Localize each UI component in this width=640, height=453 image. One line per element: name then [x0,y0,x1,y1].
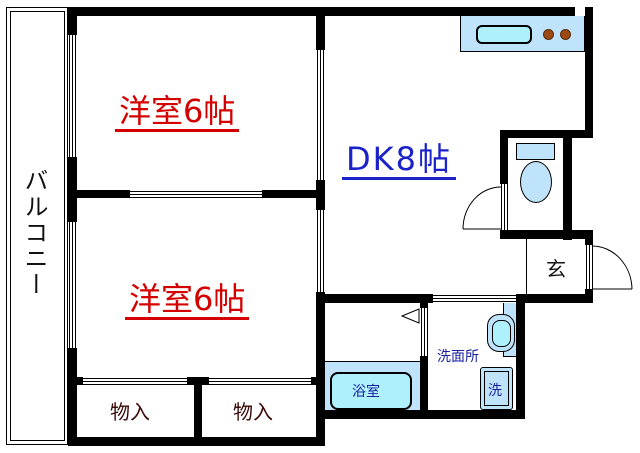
bathtub-basin-icon [330,372,412,410]
washing-machine-label: 洗 [488,383,502,399]
entrance-label: 玄 [546,257,566,281]
closet-door-left [83,378,187,385]
western-room-top-label: 洋室6帖 [115,95,240,132]
wall-left-upper [68,7,77,35]
wall-toilet-left-upper [500,130,508,184]
stove-burner-icon [543,29,554,40]
stove-burner-icon [560,29,571,40]
bathtub [325,361,420,410]
closet-door-right [209,378,311,385]
toilet-tank-icon [516,143,555,160]
wall-between-bedrooms-right [262,190,320,198]
closet-right-label: 物入 [233,400,273,424]
bath-door [421,308,428,356]
wall-mid-bottom [316,292,325,446]
wall-mid-center [316,180,325,210]
toilet-door [501,184,508,230]
wall-bath-washroom [420,356,428,418]
wall-entrance-right-top [585,239,593,245]
closet-left-label: 物入 [110,400,150,424]
wall-between-bedrooms-left [77,190,130,198]
kitchen-counter [460,16,585,52]
wall-toilet-top [500,130,593,138]
washroom-label: 洗面所 [437,349,479,365]
wall-left-lower [68,348,77,445]
sliding-door-bedrooms [130,191,262,198]
western-room-bottom-label: 洋室6帖 [125,283,250,320]
wall-bath-bottom [316,410,525,419]
bath-door-indicator-icon [400,308,420,324]
wall-dk-bottom-right [516,294,593,303]
washing-machine [480,367,513,410]
door-swing-icon [462,186,503,230]
wall-mid-top [316,7,325,50]
balcony [6,7,68,445]
door-dk-bottom [317,210,324,292]
wall-left-mid [68,157,77,222]
wall-right-upper [585,7,593,137]
washroom-sliding-door [433,295,516,302]
sink-icon [476,25,532,44]
entrance-door-swing-icon [591,245,633,290]
washbasin-icon [487,314,515,352]
window-left-bottom [69,222,76,348]
wall-closet-top-left [77,377,83,385]
wall-dk-bottom-left [316,294,433,303]
dk-label: DK8帖 [342,143,456,180]
entrance-frame [526,239,587,294]
wall-bath-washroom-top [420,294,428,308]
door-dk-top [317,50,324,180]
window-left-top [69,35,76,157]
wall-toilet-bottom [500,230,593,239]
wall-closet-divider [194,377,202,446]
wall-closet-top-right [311,377,319,385]
entrance-door-frame [586,245,593,289]
toilet-bowl-icon [520,161,552,203]
bathroom-label: 浴室 [352,384,380,400]
wall-toilet-right [563,130,572,240]
wall-washroom-right [516,294,525,418]
balcony-label: バルコニー [20,168,48,298]
